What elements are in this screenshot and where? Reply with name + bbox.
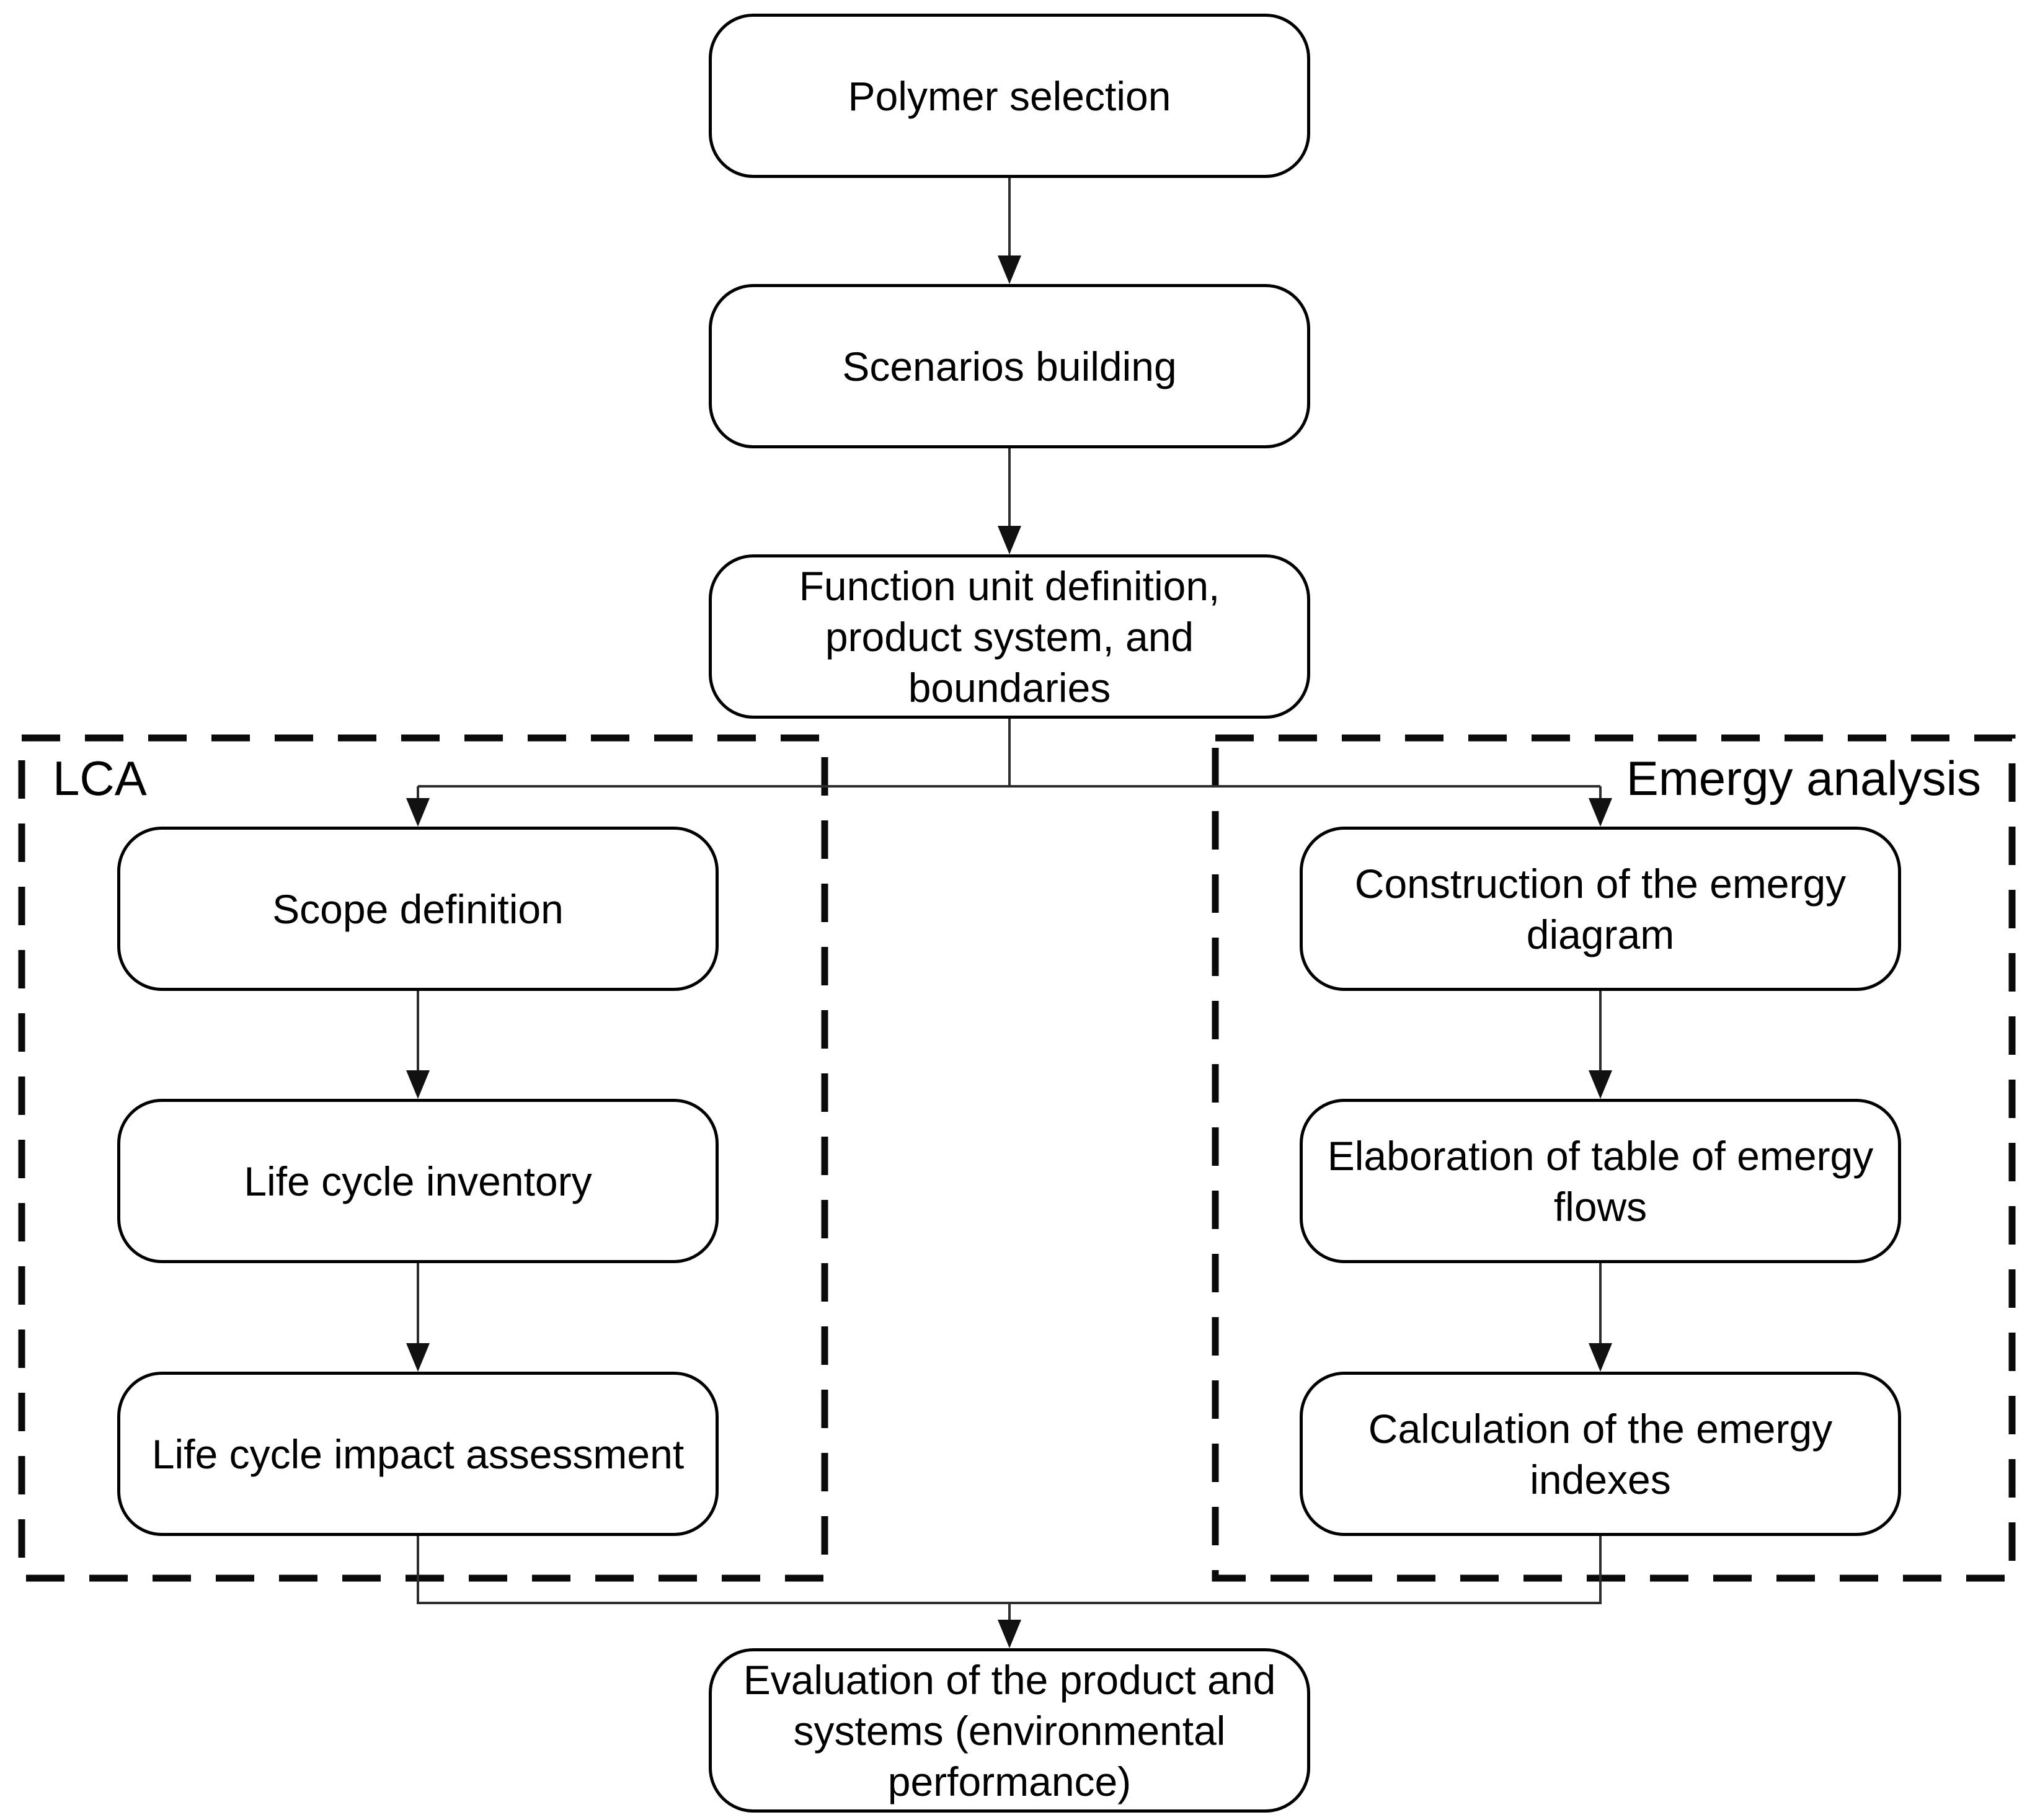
emergy-group-dashed-border	[1212, 734, 2016, 1582]
node-label: Construction of the emergy diagram	[1354, 860, 1847, 957]
flow-connector-lines	[417, 178, 1602, 1621]
flow-arrowheads	[406, 255, 1612, 1648]
lca-group-label: LCA	[53, 751, 147, 806]
node-construction-emergy-diagram: Construction of the emergy diagram	[1300, 827, 1901, 991]
node-label: Elaboration of table of emergy flows	[1327, 1132, 1874, 1230]
node-label: Scenarios building	[842, 343, 1177, 389]
emergy-group-label: Emergy analysis	[1626, 751, 1981, 806]
node-elaboration-emergy-flows: Elaboration of table of emergy flows	[1300, 1099, 1901, 1263]
node-label: Evaluation of the product and systems (e…	[743, 1656, 1276, 1804]
node-label: Function unit definition, product system…	[799, 562, 1220, 711]
node-evaluation-product-systems: Evaluation of the product and systems (e…	[709, 1648, 1310, 1813]
node-label: Life cycle inventory	[244, 1158, 592, 1204]
node-label: Calculation of the emergy indexes	[1368, 1405, 1833, 1503]
node-polymer-selection: Polymer selection	[709, 14, 1310, 178]
node-label: Polymer selection	[848, 73, 1171, 119]
node-scenarios-building: Scenarios building	[709, 284, 1310, 448]
node-label: Scope definition	[272, 886, 564, 932]
node-calculation-emergy-indexes: Calculation of the emergy indexes	[1300, 1372, 1901, 1536]
node-label: Life cycle impact assessment	[151, 1431, 685, 1477]
node-scope-definition: Scope definition	[117, 827, 719, 991]
node-life-cycle-impact-assessment: Life cycle impact assessment	[117, 1372, 719, 1536]
lca-group-dashed-border	[18, 734, 828, 1582]
node-life-cycle-inventory: Life cycle inventory	[117, 1099, 719, 1263]
node-function-unit-definition: Function unit definition, product system…	[709, 554, 1310, 719]
